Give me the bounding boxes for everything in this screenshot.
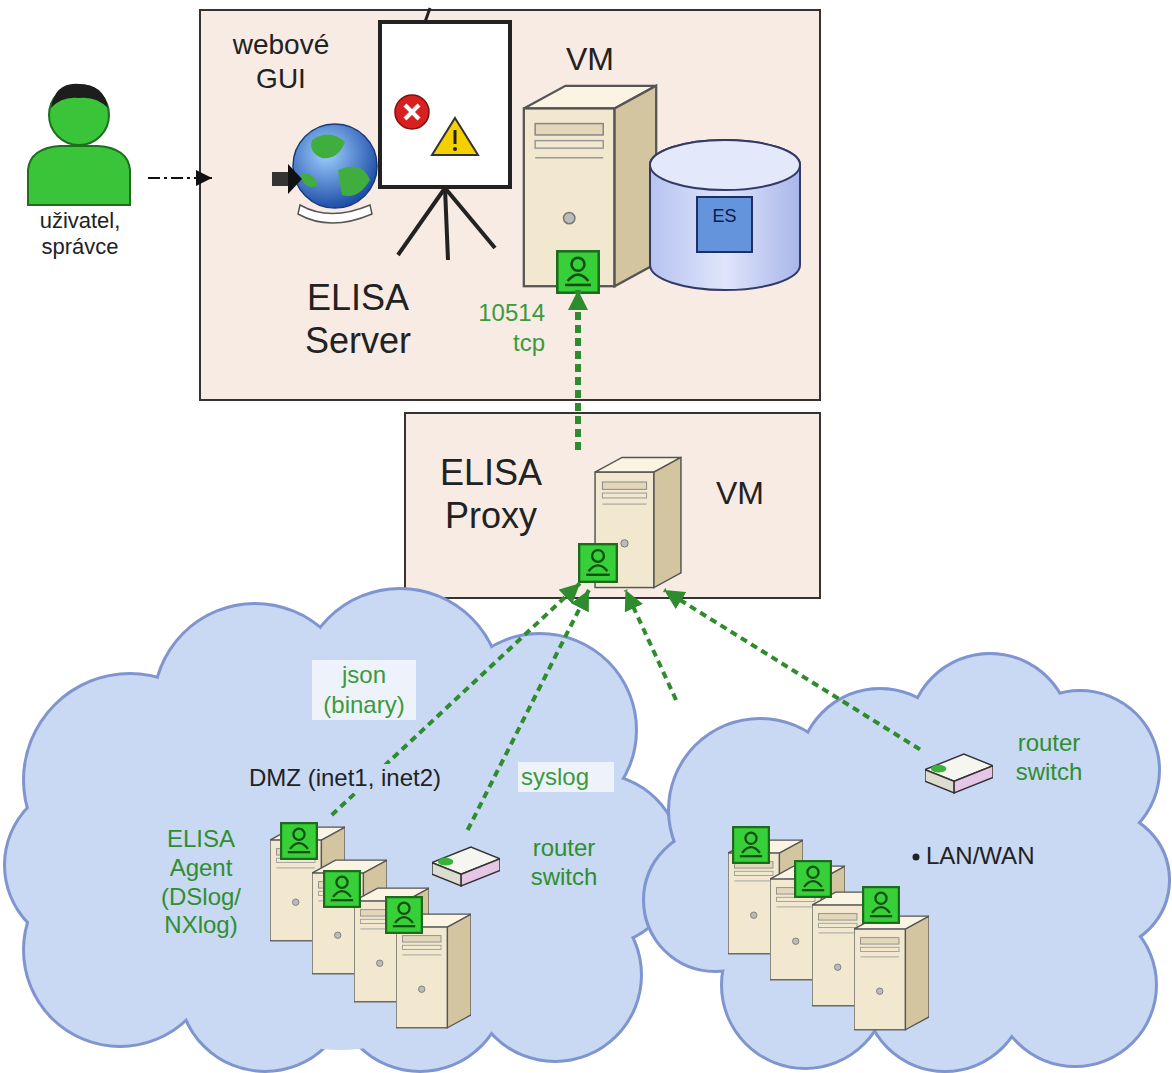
edge-label: 10514 tcp <box>452 298 548 358</box>
node-label: VM <box>553 40 627 78</box>
es-storage: ES <box>645 120 805 295</box>
node-label: uživatel, správce <box>16 208 144 261</box>
node-label: ELISA Server <box>276 276 440 362</box>
user-figure: uživatel, správce <box>12 80 148 280</box>
node-label: LAN/WAN <box>923 842 1047 871</box>
web-gui: webové GUI <box>212 22 392 222</box>
edge-label-box: 10514 tcp <box>452 298 548 358</box>
connector <box>664 590 920 749</box>
proxy-panel: VM ELISA Proxy <box>405 413 820 598</box>
lan-wan-cloud: router switchLAN/WAN <box>645 700 1165 1060</box>
edge-label: syslog <box>518 762 614 792</box>
edge-label-box: syslog <box>518 762 614 792</box>
edge-label-box: json (binary) <box>312 660 416 720</box>
connector <box>626 590 677 700</box>
node-label: DMZ (inet1, inet2) <box>246 764 482 793</box>
edge-label: json (binary) <box>312 660 416 720</box>
router-switch: router switch <box>920 725 1100 810</box>
server-vm: VM <box>515 38 665 290</box>
node-label: webové GUI <box>214 28 348 95</box>
agent-servers: ELISA Agent (DSlog/ NXlog) <box>140 815 480 1015</box>
node-label: ELISA Agent (DSlog/ NXlog) <box>140 825 262 940</box>
node-label: VM <box>708 474 772 512</box>
node-label: ES <box>697 206 752 228</box>
connector <box>575 290 581 450</box>
node-label: router switch <box>1000 729 1098 787</box>
connector <box>468 590 589 830</box>
router-switch: router switch <box>428 830 613 915</box>
node-label: ELISA Proxy <box>413 451 569 537</box>
node-label: router switch <box>516 834 612 892</box>
proxy-vm: VM <box>580 450 775 590</box>
connector <box>148 177 212 179</box>
